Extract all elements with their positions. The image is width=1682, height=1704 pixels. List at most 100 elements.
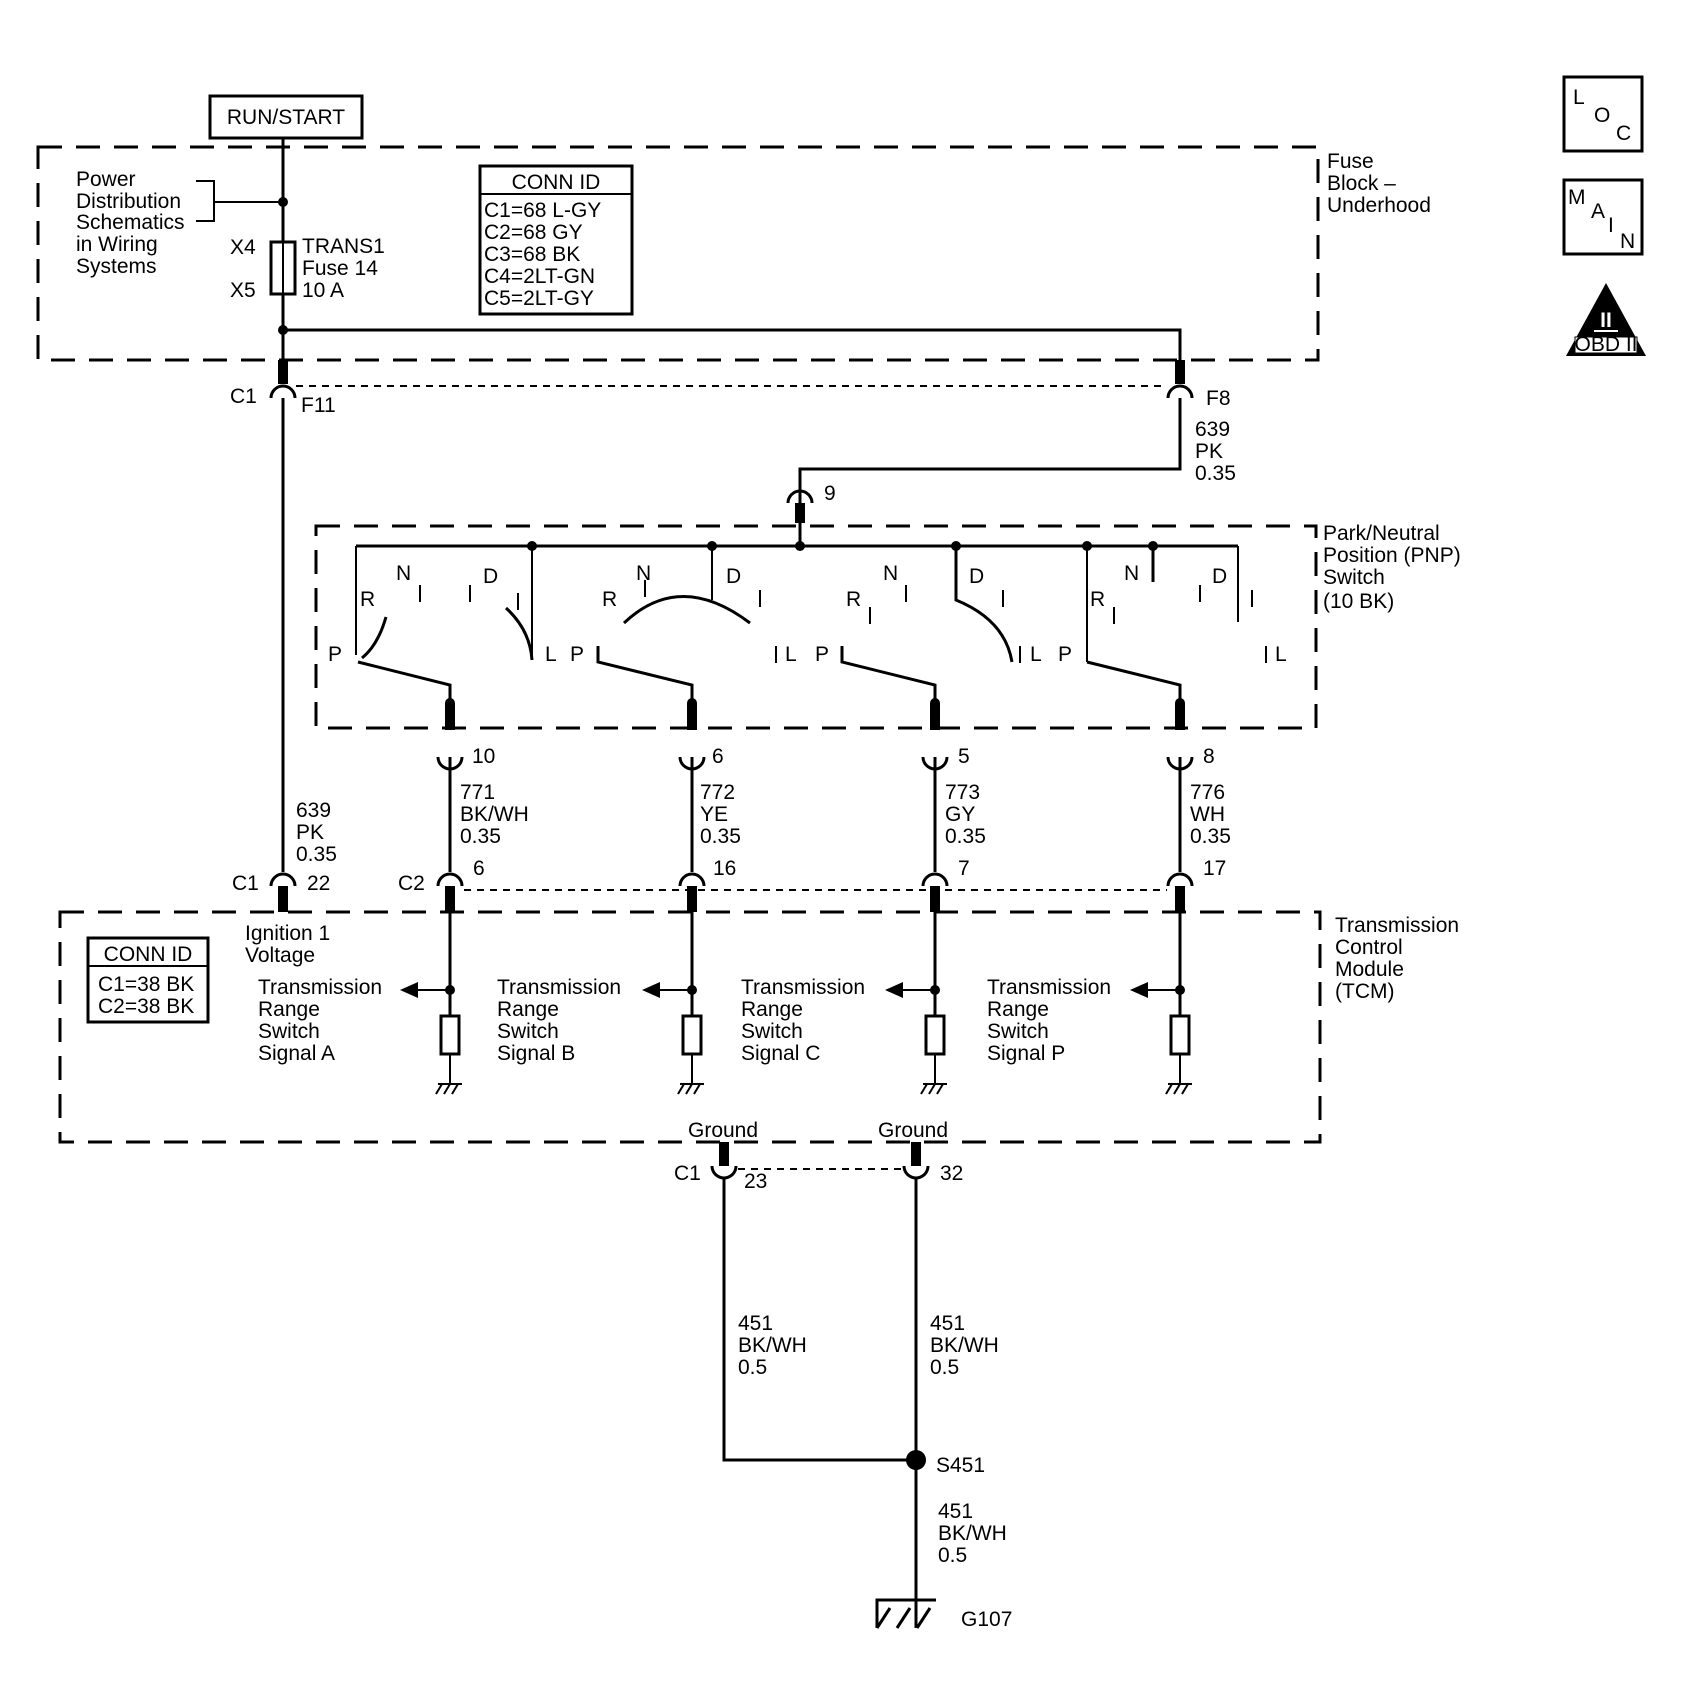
splice-label: S451 [936, 1454, 985, 1477]
signal-label-line-3: Switch [258, 1020, 320, 1043]
pnp-pin-label: 5 [958, 745, 970, 768]
fuse-block-name-line-3: Underhood [1327, 194, 1431, 217]
wire-circuit: 776 [1190, 781, 1225, 804]
pos-l: L [1030, 643, 1042, 666]
run-start-box [208, 94, 364, 140]
signal-label-line-2: Range [497, 998, 559, 1021]
conn-id-title: CONN ID [104, 943, 193, 966]
tcm-pin-label: 7 [958, 857, 970, 880]
wire-color: GY [945, 803, 975, 826]
c2-label: C2 [398, 872, 425, 895]
fuse-block-name-line-1: Fuse [1327, 150, 1374, 173]
fuse-block-name-line-2: Block – [1327, 172, 1396, 195]
loc-letter-o: O [1594, 104, 1610, 127]
ground-wires: 451 BK/WH 0.5 451 BK/WH 0.5 S451 451 BK/… [722, 1178, 1012, 1631]
conn-id-row: C1=38 BK [98, 973, 194, 996]
fuse-name-line-2: Fuse 14 [302, 257, 378, 280]
loc-letter-l: L [1573, 86, 1585, 109]
wire-size: 0.35 [460, 825, 501, 848]
tcm-input-p: Transmission Range Switch Signal P [987, 912, 1192, 1095]
ign-label-line-2: Voltage [245, 944, 315, 967]
tcm-conn-id-table: CONN ID C1=38 BK C2=38 BK [86, 936, 210, 1024]
conn-id-row: C4=2LT-GN [484, 265, 595, 288]
ground-pin-23-label: 23 [744, 1170, 767, 1193]
tcm-name-line-1: Transmission [1335, 914, 1459, 937]
signal-wire-p: 8 776 WH 0.35 [1166, 703, 1231, 872]
conn-id-row: C2=68 GY [484, 221, 583, 244]
pos-p: P [815, 643, 829, 666]
pnp-pin-label: 6 [712, 745, 724, 768]
wire-639-to-pnp [798, 398, 1182, 520]
signal-label-line-1: Transmission [497, 976, 621, 999]
conn-id-row: C2=38 BK [98, 995, 194, 1018]
tcm-pin-label: 6 [473, 857, 485, 880]
pin-f8-label: F8 [1206, 387, 1231, 410]
pnp-pin-9-label: 9 [824, 482, 836, 505]
wire-size: 0.35 [700, 825, 741, 848]
wire-size: 0.35 [945, 825, 986, 848]
pnp-section-c: P R N D L [815, 546, 1042, 708]
fuse-block-connector-f8: F8 [1166, 360, 1231, 410]
tcm-name-line-4: (TCM) [1335, 980, 1394, 1003]
tcm-connector-c1: C1 22 [232, 872, 330, 912]
ground-wire-left-size: 0.5 [738, 1356, 767, 1379]
power-note-bracket [196, 180, 283, 222]
pos-n: N [636, 562, 651, 585]
pos-r: R [846, 588, 861, 611]
signal-label-line-1: Transmission [741, 976, 865, 999]
ground-wire-bottom-color: BK/WH [938, 1522, 1007, 1545]
transmission-control-module: Transmission Control Module (TCM) Igniti… [58, 910, 1459, 1144]
fuse-name-line-1: TRANS1 [302, 235, 385, 258]
wire-639-circuit: 639 [1195, 418, 1230, 441]
wire-639-color: PK [1195, 440, 1223, 463]
signal-wire-b: 6 772 YE 0.35 [678, 703, 741, 872]
signal-wire-c: 5 773 GY 0.35 [921, 703, 986, 872]
pos-d: D [483, 565, 498, 588]
wire-circuit: 773 [945, 781, 980, 804]
ground-c1-label: C1 [674, 1162, 701, 1185]
wire-circuit: 772 [700, 781, 735, 804]
signal-label-line-4: Signal C [741, 1042, 820, 1065]
loc-letter-c: C [1616, 122, 1631, 145]
wire-639-internal [283, 328, 1182, 370]
signal-label-line-2: Range [987, 998, 1049, 1021]
pos-l: L [785, 643, 797, 666]
pos-d: D [726, 565, 741, 588]
pnp-section-d: P R N D L [1058, 546, 1287, 708]
wire-color: BK/WH [460, 803, 529, 826]
ign-label-line-1: Ignition 1 [245, 922, 330, 945]
tcm-input-a: Transmission Range Switch Signal A [258, 912, 462, 1095]
fuse-block-underhood: Fuse Block – Underhood RUN/START Power D… [36, 94, 1431, 370]
power-note-line-2: Distribution [76, 190, 181, 213]
wire-color: WH [1190, 803, 1225, 826]
ground-label: Ground [878, 1119, 948, 1142]
ground-wire-bottom-size: 0.5 [938, 1544, 967, 1567]
main-letter-n: N [1620, 230, 1635, 253]
splice-s451 [906, 1450, 926, 1470]
wire-639-tcm-color: PK [296, 821, 324, 844]
wire-639-tcm-size: 0.35 [296, 843, 337, 866]
pnp-section-a: P R N D L [328, 546, 557, 708]
fuse-out-label: X5 [230, 279, 256, 302]
pos-r: R [1090, 588, 1105, 611]
signal-label-line-3: Switch [987, 1020, 1049, 1043]
main-letter-a: A [1591, 200, 1605, 223]
ground-wire-left-color: BK/WH [738, 1334, 807, 1357]
pos-r: R [360, 588, 375, 611]
pnp-switch: Park/Neutral Position (PNP) Switch (10 B… [314, 520, 1461, 730]
wire-circuit: 771 [460, 781, 495, 804]
wire-size: 0.35 [1190, 825, 1231, 848]
signal-wire-a: 10 771 BK/WH 0.35 [436, 703, 529, 872]
pnp-pin-label: 8 [1203, 745, 1215, 768]
c1-label: C1 [230, 385, 257, 408]
tcm-connector-c2: C2 6 16 7 17 [398, 857, 1226, 912]
ground-wire-right-size: 0.5 [930, 1356, 959, 1379]
pos-n: N [1124, 562, 1139, 585]
ground-wire-bottom-circuit: 451 [938, 1500, 973, 1523]
main-letter-i: I [1608, 214, 1614, 237]
tcm-name-line-3: Module [1335, 958, 1404, 981]
tcm-pin-22-label: 22 [307, 872, 330, 895]
signal-label-line-1: Transmission [258, 976, 382, 999]
pnp-name-line-3: Switch [1323, 566, 1385, 589]
